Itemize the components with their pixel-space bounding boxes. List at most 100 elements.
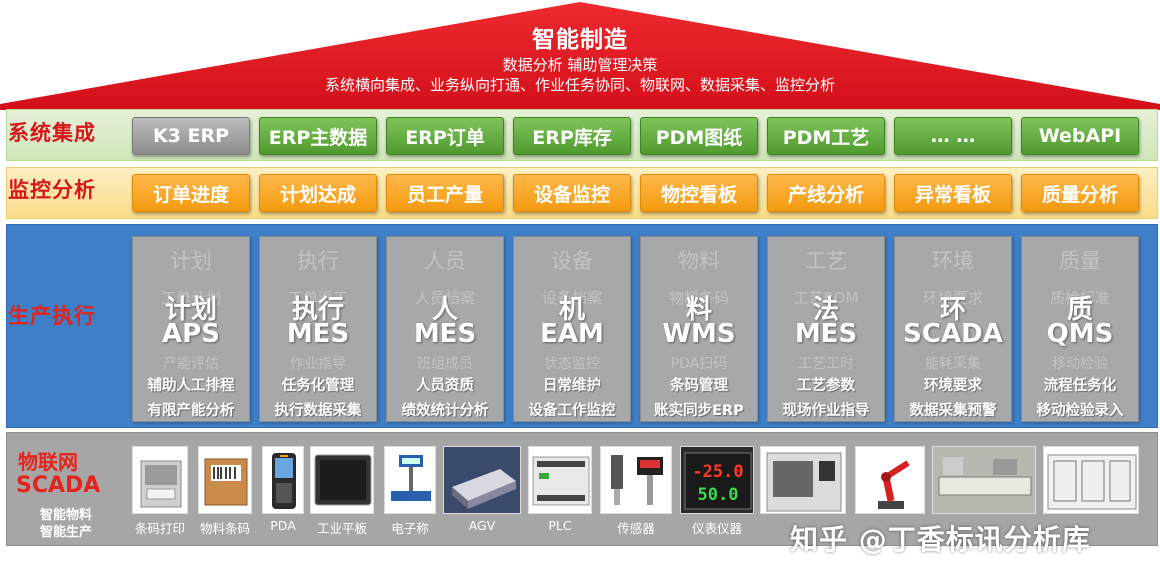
card-desc: 数据采集预警	[909, 403, 997, 419]
system-item-more[interactable]: … …	[894, 117, 1012, 155]
system-item-pdm-drawing[interactable]: PDM图纸	[640, 117, 758, 155]
card-ghost-line: 状态监控	[544, 356, 600, 372]
row-label-smart: 智能物料 智能生产	[26, 507, 106, 541]
smart-label-1: 智能物料	[39, 508, 92, 523]
pda-icon	[262, 446, 304, 514]
card-system: MES	[794, 319, 858, 349]
card-title: 计划	[164, 295, 217, 325]
device-electronic-scale: 电子称	[384, 446, 436, 536]
device-industrial-tablet: 工业平板	[310, 446, 374, 536]
card-title: 执行	[291, 295, 344, 325]
exec-card-aps[interactable]: 计划 工单计划 产能评估 计划 APS 辅助人工排程 有限产能分析	[132, 236, 250, 422]
card-ghost-line: 工单计划	[160, 289, 221, 307]
card-ghost-line: 物料条码	[668, 289, 729, 307]
card-system: EAM	[540, 319, 604, 349]
monitor-item-line-analysis[interactable]: 产线分析	[767, 174, 885, 212]
card-ghost-line: 质检标准	[1049, 289, 1110, 307]
device-caption: PLC	[548, 518, 572, 533]
exec-card-qms[interactable]: 质量 质检标准 移动检验 质 QMS 流程任务化 移动检验录入	[1021, 236, 1139, 422]
device-pda: PDA	[262, 446, 304, 533]
monitor-item-quality[interactable]: 质量分析	[1021, 174, 1139, 212]
card-ghost-title: 执行	[297, 249, 339, 273]
device-plc: PLC	[528, 446, 592, 533]
card-title: 法	[812, 295, 839, 325]
card-ghost-line: 作业指导	[290, 356, 346, 372]
card-ghost-line: PDA扫码	[670, 356, 728, 372]
device-robot	[855, 446, 925, 514]
barcode-printer-icon	[132, 446, 188, 514]
card-ghost-title: 物料	[678, 249, 720, 273]
automation-cell-icon	[1043, 446, 1139, 514]
card-desc: 任务化管理	[281, 378, 355, 394]
card-ghost-line: 产能评估	[163, 356, 219, 372]
system-item-k3-erp[interactable]: K3 ERP	[132, 117, 250, 155]
system-item-erp-master[interactable]: ERP主数据	[259, 117, 377, 155]
monitor-item-staff-output[interactable]: 员工产量	[386, 174, 504, 212]
monitor-item-equipment[interactable]: 设备监控	[513, 174, 631, 212]
card-ghost-line: 工艺工时	[798, 356, 854, 372]
monitor-item-exception-board[interactable]: 异常看板	[894, 174, 1012, 212]
card-desc: 辅助人工排程	[147, 378, 235, 394]
production-line-icon	[932, 446, 1036, 514]
sensor-icon	[600, 446, 672, 514]
card-system: SCADA	[903, 319, 1003, 349]
card-ghost-line: 工单派工	[287, 289, 348, 307]
exec-card-eam[interactable]: 设备 设备档案 状态监控 机 EAM 日常维护 设备工作监控	[513, 236, 631, 422]
monitor-item-material-board[interactable]: 物控看板	[640, 174, 758, 212]
card-ghost-line: 工艺BOM	[793, 289, 859, 307]
card-ghost-title: 质量	[1059, 249, 1101, 273]
card-ghost-line: 设备档案	[541, 289, 602, 307]
robot-arm-icon	[855, 446, 925, 514]
monitor-item-order-progress[interactable]: 订单进度	[132, 174, 250, 212]
card-desc: 账实同步ERP	[654, 403, 744, 419]
row-label-iot: 物联网	[18, 450, 78, 474]
card-title: 人	[431, 295, 458, 325]
card-desc: 执行数据采集	[274, 403, 362, 419]
card-desc: 设备工作监控	[528, 403, 616, 419]
tablet-icon	[310, 446, 374, 514]
row-label-monitor: 监控分析	[8, 178, 96, 202]
card-title: 环	[939, 295, 966, 325]
exec-card-mes-people[interactable]: 人员 人员档案 班组成员 人 MES 人员资质 绩效统计分析	[386, 236, 504, 422]
card-ghost-title: 人员	[424, 249, 466, 273]
card-ghost-line: 能耗采集	[925, 356, 981, 372]
row-label-execution: 生产执行	[8, 304, 96, 328]
system-item-pdm-process[interactable]: PDM工艺	[767, 117, 885, 155]
device-caption: 工业平板	[316, 521, 367, 536]
card-title: 机	[558, 295, 585, 325]
card-ghost-title: 工艺	[805, 249, 847, 273]
device-caption: 条码打印	[134, 521, 185, 536]
card-desc: 条码管理	[670, 378, 728, 394]
device-caption: 传感器	[617, 521, 655, 536]
card-title: 料	[685, 295, 712, 325]
cnc-machine-icon	[760, 446, 846, 514]
exec-card-wms[interactable]: 物料 物料条码 PDA扫码 料 WMS 条码管理 账实同步ERP	[640, 236, 758, 422]
roof-subtitle-1: 数据分析 辅助管理决策	[502, 56, 658, 74]
device-barcode-printer: 条码打印	[132, 446, 188, 536]
system-item-erp-order[interactable]: ERP订单	[386, 117, 504, 155]
scale-icon	[384, 446, 436, 514]
meter-bottom-value: 50.0	[698, 485, 739, 505]
card-ghost-title: 设备	[551, 249, 593, 273]
system-item-erp-stock[interactable]: ERP库存	[513, 117, 631, 155]
row-label-system: 系统集成	[8, 121, 96, 145]
card-desc: 人员资质	[416, 378, 474, 394]
system-item-webapi[interactable]: WebAPI	[1021, 117, 1139, 155]
monitor-item-plan-achievement[interactable]: 计划达成	[259, 174, 377, 212]
card-ghost-line: 移动检验	[1052, 356, 1108, 372]
card-desc: 现场作业指导	[782, 403, 870, 419]
card-system: QMS	[1046, 319, 1114, 349]
exec-card-mes-process[interactable]: 工艺 工艺BOM 工艺工时 法 MES 工艺参数 现场作业指导	[767, 236, 885, 422]
plc-icon	[528, 446, 592, 514]
device-caption: AGV	[468, 518, 496, 533]
watermark: 知乎 @丁香标讯分析库	[790, 523, 1091, 556]
exec-card-scada[interactable]: 环境 环境要求 能耗采集 环 SCADA 环境要求 数据采集预警	[894, 236, 1012, 422]
exec-card-mes-execution[interactable]: 执行 工单派工 作业指导 执行 MES 任务化管理 执行数据采集	[259, 236, 377, 422]
meter-top-value: -25.0	[692, 462, 743, 482]
card-desc: 有限产能分析	[147, 403, 235, 419]
device-production-line	[932, 446, 1036, 514]
device-caption: 电子称	[391, 521, 429, 536]
row-label-scada: SCADA	[16, 473, 101, 498]
agv-icon	[443, 446, 521, 514]
device-caption: 物料条码	[199, 521, 250, 536]
